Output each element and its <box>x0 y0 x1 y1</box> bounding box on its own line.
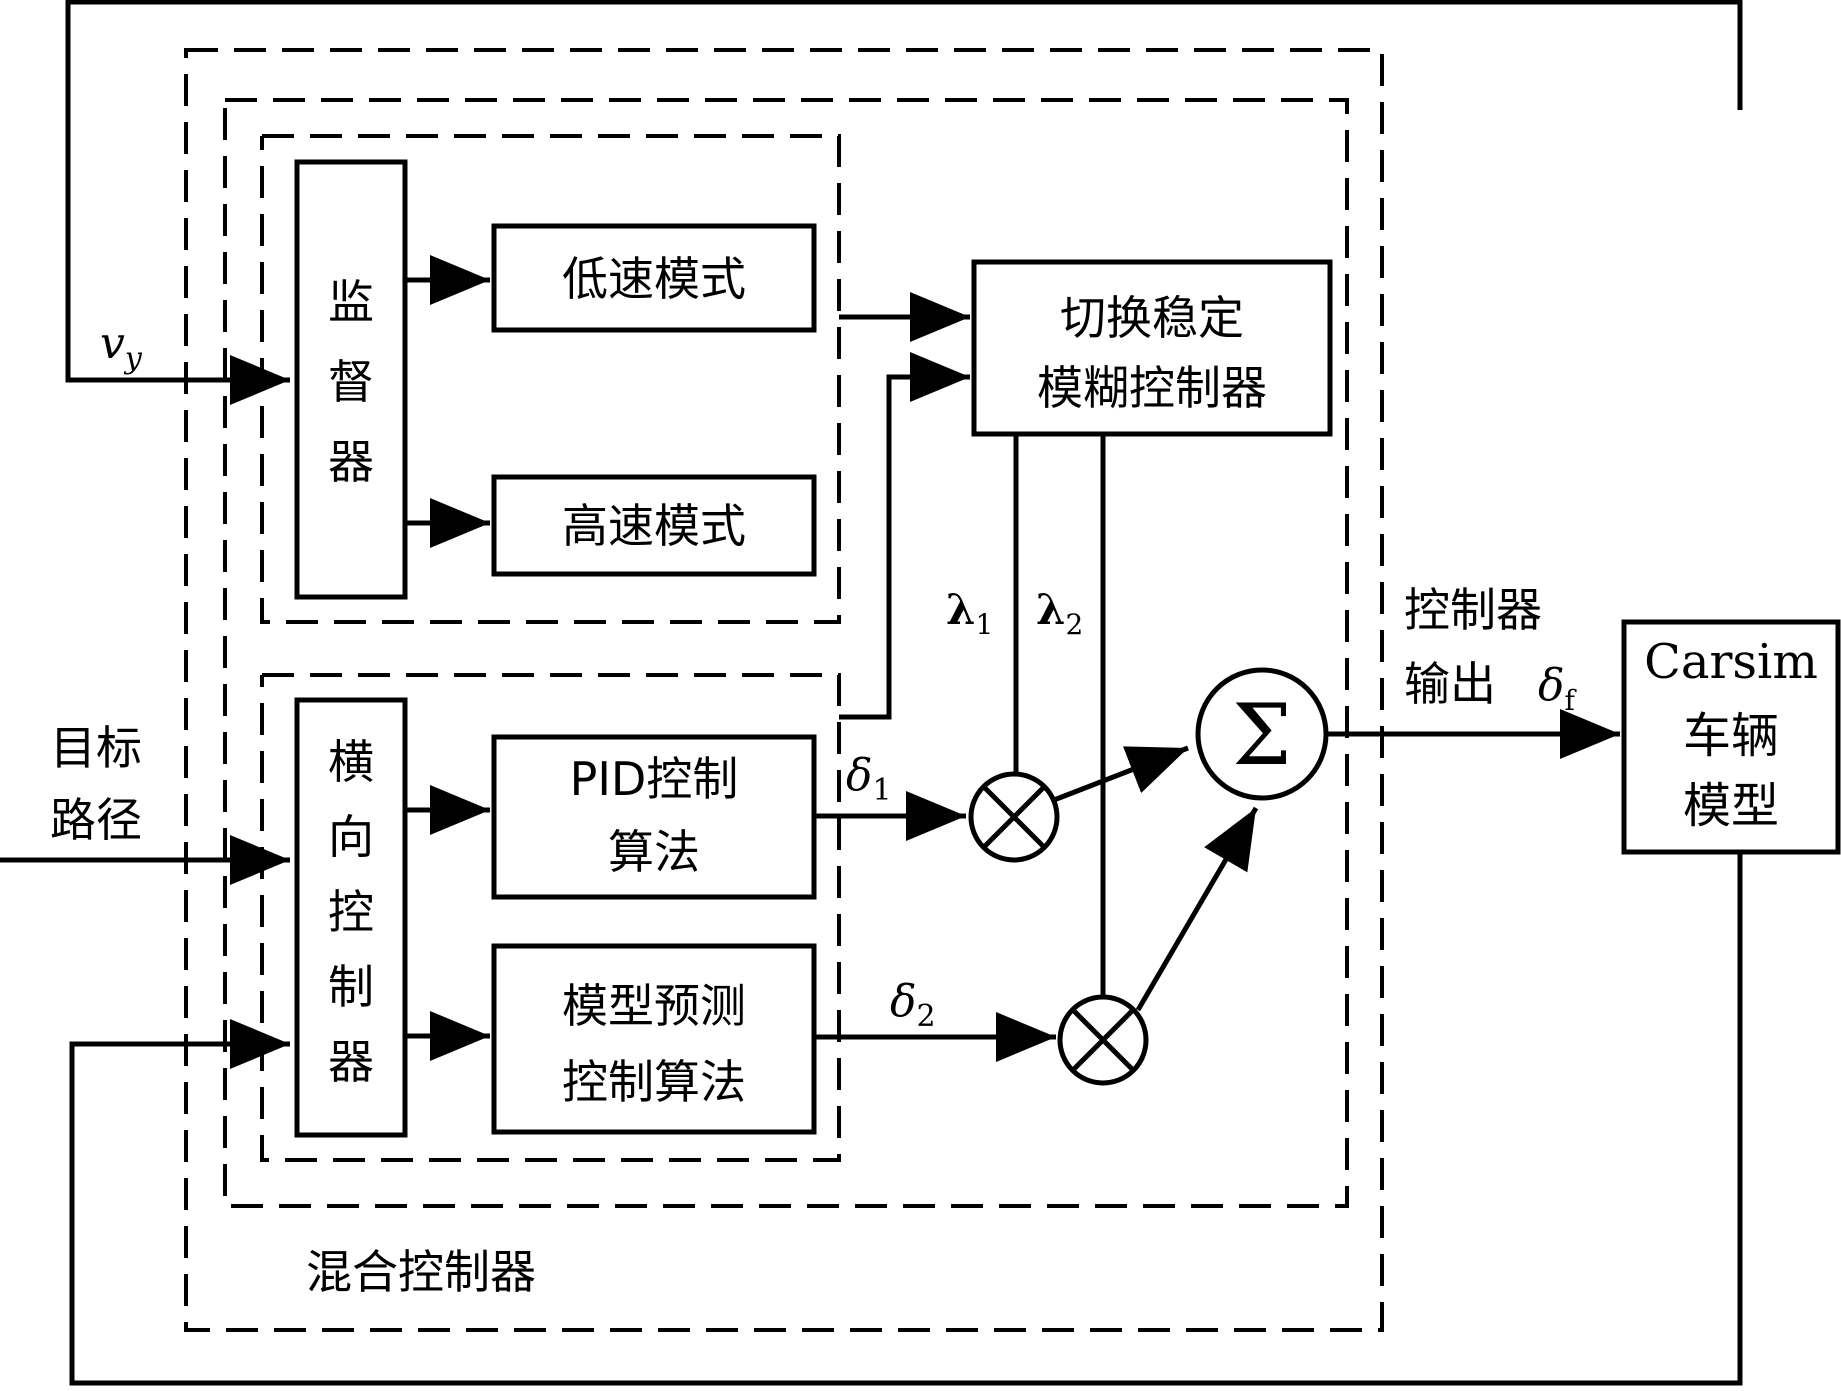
carsim-label-line3: 模型 <box>1683 778 1779 834</box>
hybrid-controller-label: 混合控制器 <box>306 1245 536 1299</box>
lateral-controller-label: 横 向 控 制 器 <box>328 735 374 1089</box>
mpc-label-line2: 控制算法 <box>562 1055 746 1109</box>
pid-box <box>491 734 817 900</box>
lambda1-label: λ1 <box>946 585 993 641</box>
vy-label-base: v <box>100 318 125 369</box>
inner-controller-border <box>223 98 1349 1208</box>
pid-label-line1: PID控制 <box>570 752 739 806</box>
mpc-box <box>491 943 817 1135</box>
high-speed-mode-box <box>491 474 817 577</box>
lateral-controller-box <box>294 697 408 1138</box>
carsim-label-line1: Carsim <box>1644 634 1818 690</box>
lambda1-label-sub: 1 <box>975 608 993 641</box>
vy-label: vy <box>100 318 143 376</box>
supervisor-box <box>294 159 408 600</box>
lateral-controller-label-char: 向 <box>328 810 374 864</box>
target-path-label-line1: 目标 <box>50 721 142 775</box>
lambda2-label-sub: 2 <box>1065 608 1083 641</box>
controller-output-label-line2: 输出 <box>1404 657 1496 711</box>
delta2-label: δ2 <box>890 976 936 1034</box>
mode-group-border <box>260 134 841 624</box>
pid-label-line2: 算法 <box>608 825 700 879</box>
fuzzy-controller-label-line1: 切换稳定 <box>1060 291 1244 345</box>
hybrid-controller-border <box>184 48 1384 1332</box>
lateral-controller-label-char: 横 <box>328 735 374 789</box>
delta2-label-sub: 2 <box>917 999 936 1034</box>
fuzzy-controller-box <box>971 259 1333 437</box>
supervisor-label-char: 器 <box>328 435 374 489</box>
delta1-label-sub: 1 <box>873 773 892 808</box>
carsim-box <box>1621 619 1841 855</box>
mult2-to-sum-arrow <box>1135 806 1259 1012</box>
lambda1-label-base: λ <box>946 585 975 634</box>
lateral-to-fuzzy-arrow <box>839 352 970 720</box>
lateral-controller-label-char: 控 <box>328 885 374 939</box>
multiply-node-2 <box>1057 994 1149 1086</box>
supervisor-label: 监 督 器 <box>328 275 374 489</box>
lateral-group-border <box>260 673 841 1162</box>
lateral-controller-label-char: 器 <box>328 1035 374 1089</box>
lateral-controller-label-char: 制 <box>328 960 374 1014</box>
low-speed-mode-label: 低速模式 <box>562 252 746 306</box>
state-feedback-line <box>69 835 1743 1386</box>
delta-f-label-base: δ <box>1538 660 1565 711</box>
multiply-node-1 <box>968 771 1060 863</box>
supervisor-label-char: 监 <box>328 275 374 329</box>
lambda2-label: λ2 <box>1036 585 1083 641</box>
delta1-label-base: δ <box>846 750 873 801</box>
mult1-to-sum-arrow <box>1053 745 1189 803</box>
vy-feedback-line <box>65 0 1743 405</box>
delta2-label-base: δ <box>890 976 917 1027</box>
high-speed-mode-label: 高速模式 <box>562 499 746 553</box>
delta-f-label-sub: f <box>1565 684 1578 717</box>
controller-output-label-line1: 控制器 <box>1404 583 1542 637</box>
delta1-label: δ1 <box>846 750 892 808</box>
delta-f-label: δf <box>1538 660 1578 717</box>
lambda2-label-base: λ <box>1036 585 1065 634</box>
low-speed-mode-box <box>491 223 817 333</box>
sum-symbol: Σ <box>1232 686 1291 784</box>
supervisor-label-char: 督 <box>328 355 374 409</box>
fuzzy-controller-label-line2: 模糊控制器 <box>1037 361 1267 415</box>
vy-label-sub: y <box>123 341 143 376</box>
mpc-label-line1: 模型预测 <box>562 979 746 1033</box>
target-path-label-line2: 路径 <box>50 793 142 847</box>
carsim-label-line2: 车辆 <box>1683 708 1779 764</box>
